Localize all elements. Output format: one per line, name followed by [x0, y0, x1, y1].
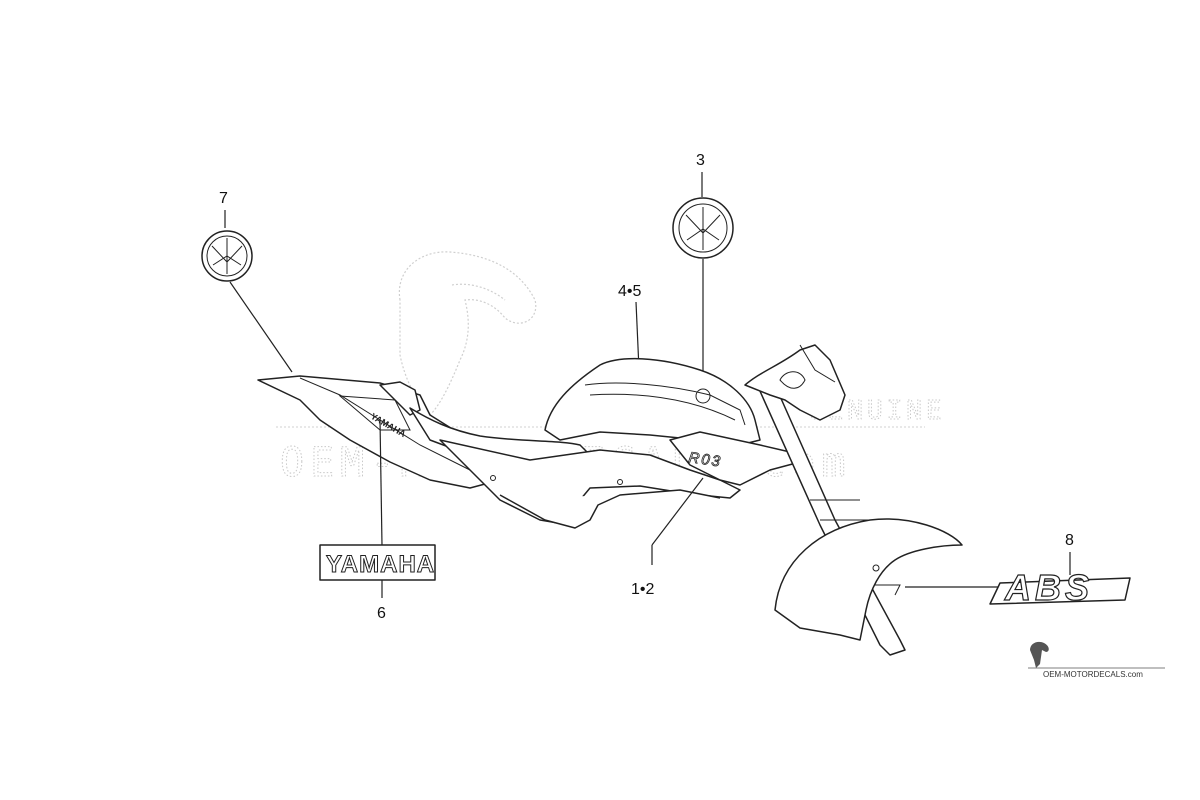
abs-decal: ABS [989, 566, 1131, 609]
brand-logo-text: OEM-MOTORDECALS.com [1043, 670, 1143, 679]
tank-shroud [669, 431, 801, 486]
tuning-fork-emblem-icon [201, 230, 253, 282]
callout-8[interactable]: 8 ABS [905, 532, 1131, 609]
yamaha-decal: YAMAHA [319, 544, 436, 581]
abs-decal-text: ABS [1004, 567, 1093, 608]
callout-1-2-label: 1•2 [631, 581, 655, 598]
callout-8-label: 8 [1065, 532, 1074, 549]
callout-7-label: 7 [219, 190, 228, 207]
motorcycle-outline: YAMAHA R03 [257, 344, 963, 656]
callout-6[interactable]: YAMAHA 6 [319, 419, 436, 622]
callout-3[interactable]: 3 [672, 152, 734, 393]
front-fender [774, 518, 963, 641]
callout-4-5-label: 4•5 [618, 283, 642, 300]
tank-shroud-decal-text: R03 [687, 449, 723, 471]
watermark-bird-icon [398, 251, 537, 416]
bird-logo-icon [1030, 641, 1049, 668]
callout-3-label: 3 [696, 152, 705, 169]
fuel-tank [544, 357, 761, 446]
brand-logo: OEM-MOTORDECALS.com [1028, 641, 1165, 679]
headlight-cowl [744, 344, 846, 421]
yamaha-decal-text: YAMAHA [326, 551, 435, 578]
callout-6-label: 6 [377, 605, 386, 622]
callout-1-2[interactable]: 1•2 [631, 477, 704, 598]
tuning-fork-emblem-icon [672, 197, 734, 259]
lower-frame [499, 489, 721, 529]
callout-7[interactable]: 7 [201, 190, 293, 373]
tank-emblem-icon [695, 388, 711, 404]
